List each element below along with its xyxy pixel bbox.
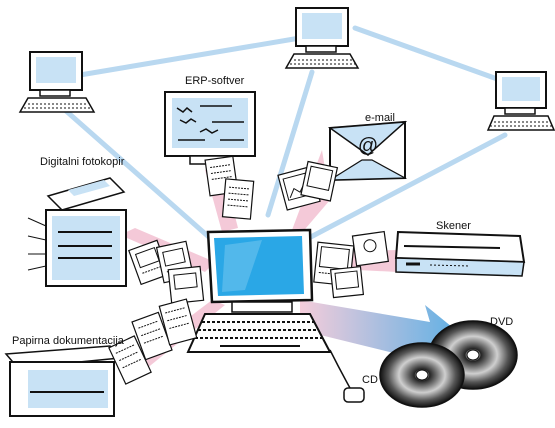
link-top-left-to-hub bbox=[62, 107, 213, 241]
workstation-top bbox=[284, 7, 360, 69]
label-scanner: Skener bbox=[436, 220, 471, 232]
document-icon bbox=[351, 230, 390, 267]
digital-photocopier bbox=[27, 177, 127, 287]
document-icon bbox=[221, 178, 255, 220]
link-top-to-hub bbox=[265, 69, 315, 218]
email-at-symbol: @ bbox=[358, 135, 378, 157]
paper-documents bbox=[108, 298, 198, 385]
erp-software-screen bbox=[164, 91, 256, 165]
email-photos bbox=[277, 160, 339, 211]
link-top-to-right bbox=[352, 25, 503, 83]
label-dvd: DVD bbox=[490, 316, 514, 328]
mouse bbox=[329, 349, 365, 403]
workstation-right bbox=[486, 71, 555, 131]
document-icon bbox=[167, 265, 205, 305]
paper-documentation bbox=[4, 345, 122, 417]
label-paper-documentation: Papirna dokumentacija bbox=[12, 335, 124, 347]
scanner bbox=[394, 230, 526, 277]
scanner-icon bbox=[394, 230, 526, 277]
document-icon bbox=[108, 335, 152, 385]
label-erp-software: ERP-softver bbox=[185, 75, 245, 87]
document-icon bbox=[158, 298, 198, 346]
envelope-icon bbox=[327, 120, 408, 182]
network-links bbox=[62, 25, 508, 243]
workstation-icon bbox=[284, 7, 360, 69]
label-digital-photocopier: Digitalni fotokopir bbox=[40, 156, 125, 168]
copier-documents bbox=[128, 239, 205, 305]
erp-documents bbox=[204, 155, 255, 220]
mouse-icon bbox=[329, 349, 365, 403]
printer-copier-icon bbox=[27, 177, 127, 287]
workstation-icon bbox=[486, 71, 555, 131]
label-cd: CD bbox=[362, 374, 378, 386]
optical-disc-icon bbox=[379, 342, 465, 408]
workstation-icon bbox=[18, 51, 96, 113]
document-icon bbox=[329, 265, 365, 299]
document-icon bbox=[300, 160, 339, 202]
workstation-icon bbox=[186, 228, 332, 353]
label-email: e-mail bbox=[365, 112, 395, 124]
cd-disc bbox=[379, 342, 465, 408]
central-computer bbox=[186, 228, 332, 353]
scanner-photos bbox=[313, 230, 390, 299]
workstation-top-left bbox=[18, 51, 96, 113]
link-top-left-to-top bbox=[77, 35, 303, 78]
email-envelope: @ bbox=[327, 120, 408, 182]
document-icon bbox=[131, 311, 173, 361]
link-right-to-hub bbox=[302, 132, 508, 243]
